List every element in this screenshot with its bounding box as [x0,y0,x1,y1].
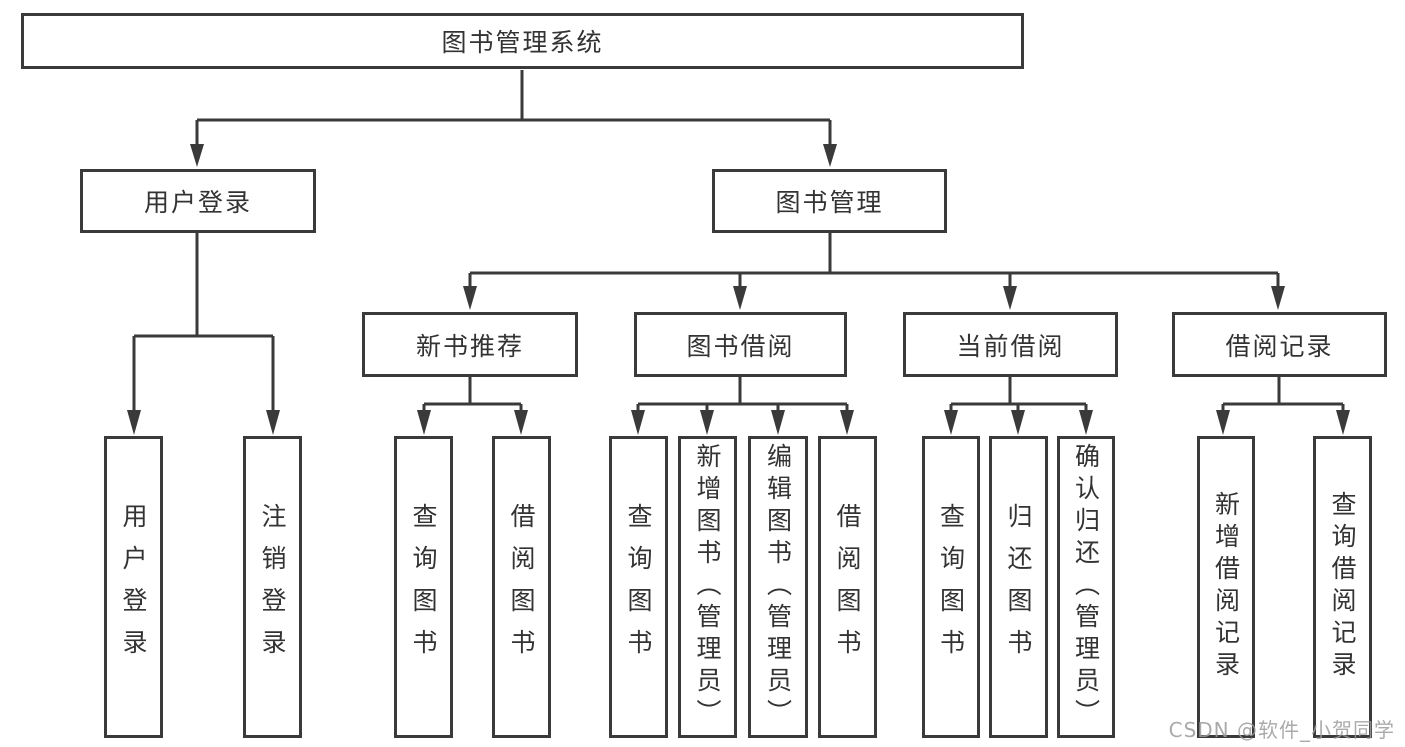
leaf-edit-book-admin: 编辑图书（管理员） [748,436,808,738]
leaf-add-borrow-record: 新增借阅记录 [1197,436,1255,738]
leaf-add-borrow-record-label: 新增借阅记录 [1211,491,1241,683]
node-book-management-label: 图书管理 [775,188,884,217]
leaf-user-login: 用户登录 [104,436,163,738]
leaf-add-book-admin-label: 新增图书（管理员） [693,443,722,731]
leaf-return-book-label: 归还图书 [1004,503,1033,671]
leaf-query-books-current: 查询图书 [922,436,980,738]
leaf-user-login-label: 用户登录 [119,503,148,671]
leaf-confirm-return-admin-label: 确认归还（管理员） [1071,443,1101,731]
node-current-borrow: 当前借阅 [903,312,1118,377]
leaf-edit-book-admin-label: 编辑图书（管理员） [763,443,793,731]
leaf-query-books-recommend-label: 查询图书 [409,503,438,671]
node-new-book-recommend: 新书推荐 [362,312,578,377]
node-user-login: 用户登录 [80,169,316,233]
leaf-borrow-books-recommend-label: 借阅图书 [507,503,536,671]
watermark: CSDN @软件_小贺同学 [1168,718,1395,742]
node-library-management-system-label: 图书管理系统 [441,28,604,57]
leaf-query-books-recommend: 查询图书 [394,436,453,738]
leaf-query-books-borrow-label: 查询图书 [624,503,653,671]
leaf-query-borrow-record-label: 查询借阅记录 [1328,491,1357,683]
node-book-borrow-label: 图书借阅 [686,331,795,361]
node-borrow-records: 借阅记录 [1172,312,1387,377]
node-library-management-system: 图书管理系统 [21,13,1024,69]
leaf-query-borrow-record: 查询借阅记录 [1313,436,1372,738]
leaf-query-books-current-label: 查询图书 [936,503,966,671]
leaf-borrow-books-label: 借阅图书 [833,503,862,671]
leaf-add-book-admin: 新增图书（管理员） [678,436,737,738]
leaf-logout-login: 注销登录 [243,436,302,738]
node-book-borrow: 图书借阅 [634,312,847,377]
leaf-query-books-borrow: 查询图书 [609,436,668,738]
leaf-borrow-books-recommend: 借阅图书 [492,436,551,738]
leaf-return-book: 归还图书 [989,436,1048,738]
node-new-book-recommend-label: 新书推荐 [415,331,524,361]
node-current-borrow-label: 当前借阅 [956,331,1065,361]
leaf-borrow-books: 借阅图书 [818,436,877,738]
leaf-confirm-return-admin: 确认归还（管理员） [1057,436,1115,738]
node-borrow-records-label: 借阅记录 [1225,331,1334,361]
node-user-login-label: 用户登录 [143,188,252,217]
leaf-logout-login-label: 注销登录 [258,503,287,671]
node-book-management: 图书管理 [712,169,947,233]
